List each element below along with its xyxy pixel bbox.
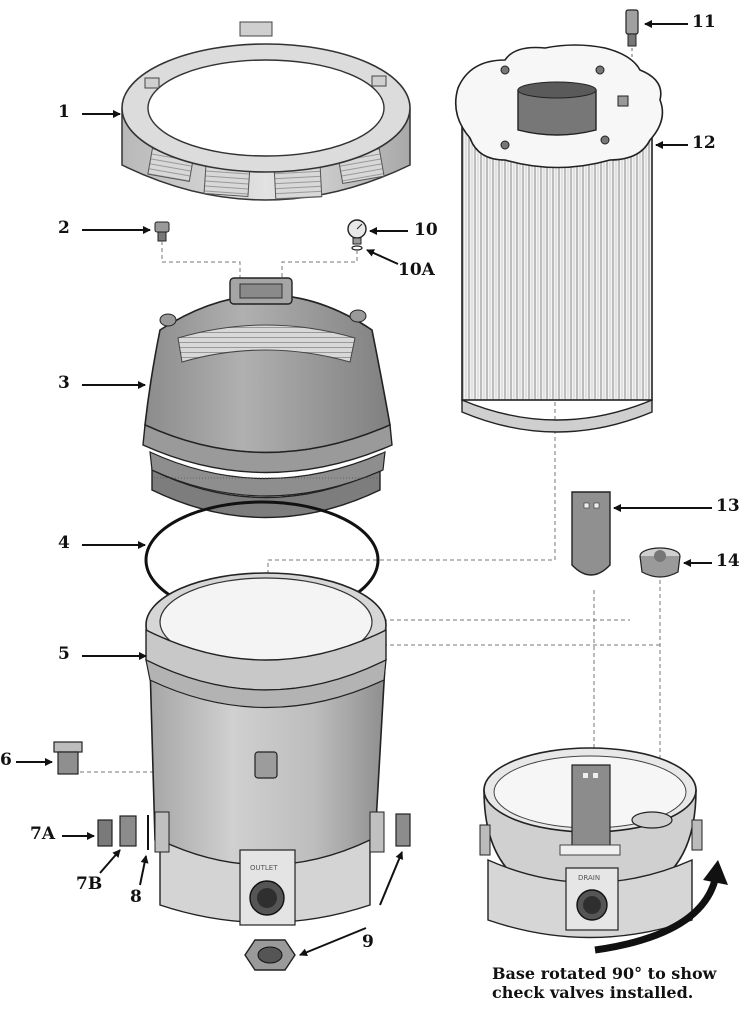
caption-line-2: check valves installed. [492, 983, 694, 1002]
caption-line-1: Base rotated 90° to show [492, 964, 717, 983]
callout-6: 6 [0, 750, 12, 770]
callout-14: 14 [716, 551, 740, 571]
diffuser-part [571, 491, 611, 576]
callout-2: 2 [58, 218, 70, 238]
drain-embossed-label: DRAIN [578, 874, 600, 882]
rotated-base-view: DRAIN [479, 747, 703, 939]
base-rotation-caption: Base rotated 90° to show check valves in… [492, 964, 716, 1002]
pressure-gauge-part [347, 219, 367, 245]
callout-11: 11 [692, 12, 716, 32]
lock-ring-part [121, 21, 411, 201]
gauge-o-ring-part [351, 245, 363, 251]
callout-8: 8 [130, 887, 142, 907]
callout-arrows [16, 20, 712, 957]
air-relief-valve-part [154, 221, 170, 242]
cartridge-element-part [454, 44, 664, 433]
rotation-arrow [594, 860, 728, 954]
callout-4: 4 [58, 533, 70, 553]
callout-7b: 7B [76, 874, 103, 894]
callout-10: 10 [414, 220, 438, 240]
tank-drain-plug-part [53, 741, 83, 775]
callout-9: 9 [362, 932, 374, 952]
callout-7a: 7A [30, 824, 56, 844]
callout-3: 3 [58, 373, 70, 393]
air-tube-part [621, 9, 639, 96]
callout-10a: 10A [398, 260, 435, 280]
check-valve-7b-part [119, 815, 137, 847]
callout-13: 13 [716, 496, 740, 516]
callout-1: 1 [58, 102, 70, 122]
callout-5: 5 [58, 644, 70, 664]
tank-lid-part [142, 277, 393, 519]
union-nut-part [244, 813, 411, 971]
check-valve-14-part [639, 547, 681, 578]
tank-body-part: OUTLET [145, 572, 387, 926]
check-valve-7a-part [97, 819, 113, 847]
callout-12: 12 [692, 133, 716, 153]
outlet-embossed-label: OUTLET [250, 864, 278, 872]
